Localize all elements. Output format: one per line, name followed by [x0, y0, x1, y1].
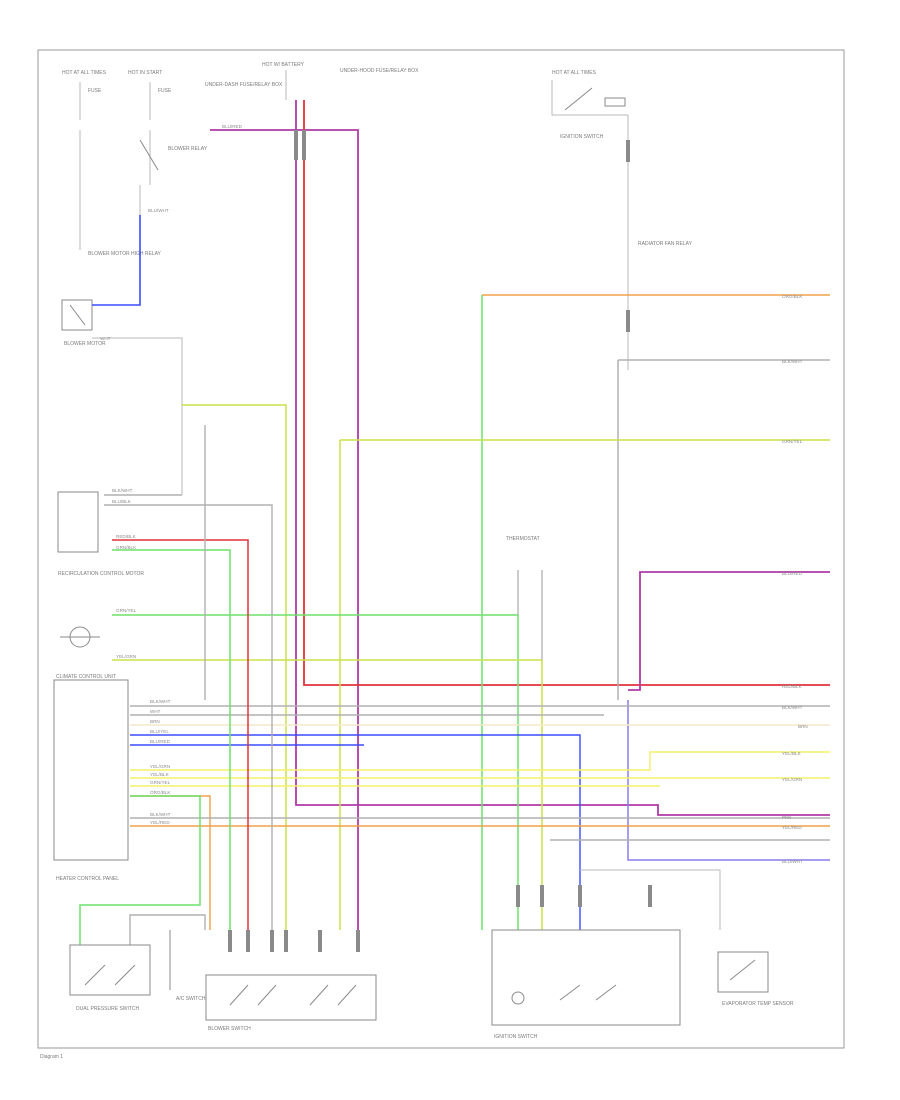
wire-red-long: [303, 100, 830, 686]
fuse-mid-label: FUSE: [158, 88, 172, 94]
wire-green-a: [112, 614, 519, 930]
blower-motor-label: BLOWER MOTOR: [64, 341, 106, 347]
yel-grn-wire-label: YEL/GRN: [116, 654, 136, 659]
ignition-switch: IGNITION SWITCH: [491, 929, 681, 1040]
svg-text:WHT: WHT: [150, 709, 161, 714]
wire-lilac-right: [627, 700, 830, 861]
svg-text:YEL/BLK: YEL/BLK: [150, 772, 170, 777]
evap-temp-box: EVAPORATOR TEMP SENSOR: [580, 869, 794, 1007]
blower-motor: BLOWER MOTOR WHT: [61, 299, 183, 495]
svg-text:BLK/WHT: BLK/WHT: [150, 812, 171, 817]
connector-pins: [228, 130, 652, 952]
recirc-motor-label: RECIRCULATION CONTROL MOTOR: [58, 571, 144, 577]
blower-switch: BLOWER SWITCH A/C SWITCH: [169, 930, 377, 1032]
svg-text:BLU/RED: BLU/RED: [782, 571, 803, 576]
blu-blk-wire-label: BLU/BLK: [112, 499, 132, 504]
svg-text:BRN: BRN: [798, 724, 808, 729]
thermostat-label: THERMOSTAT: [506, 536, 540, 542]
dual-pressure-switch-label: DUAL PRESSURE SWITCH: [76, 1006, 140, 1012]
wire-green-switch: [112, 549, 231, 930]
hot-at-all-times-left-label: HOT AT ALL TIMES: [62, 70, 107, 76]
svg-text:GRN/YEL: GRN/YEL: [782, 439, 803, 444]
grn-blk-wire-label: GRN/BLK: [116, 545, 137, 550]
svg-text:BLK/WHT: BLK/WHT: [782, 705, 803, 710]
ignition-switch-label-top: IGNITION SWITCH: [560, 134, 604, 140]
recirc-control-motor: BLK/WHT BLU/BLK RECIRCULATION CONTROL MO…: [57, 488, 144, 577]
blu-wht-wire-label-1: BLU/WHT: [148, 208, 169, 213]
climate-control-label: CLIMATE CONTROL UNIT: [56, 674, 116, 680]
svg-text:YEL/GRN: YEL/GRN: [782, 777, 802, 782]
footer-label: Diagram 1: [40, 1054, 63, 1060]
svg-text:PNK: PNK: [782, 815, 792, 820]
climate-control-unit: CLIMATE CONTROL UNIT BLK/WHT WHT BRN BLU…: [53, 674, 171, 882]
svg-text:YEL/GRN: YEL/GRN: [150, 764, 170, 769]
wire-gray-switch2: [104, 504, 273, 930]
svg-text:BRN: BRN: [150, 719, 160, 724]
fuse-section-left: HOT AT ALL TIMES HOT IN START FUSE FUSE …: [62, 70, 283, 257]
wire-yellowgreen-405: [182, 404, 287, 930]
ignition-switch-label: IGNITION SWITCH: [494, 1034, 538, 1040]
hot-in-start-label: HOT IN START: [128, 70, 162, 76]
fuse-left-label: FUSE: [88, 88, 102, 94]
fuse-section-right: HOT AT ALL TIMES IGNITION SWITCH RADIATO…: [551, 70, 693, 370]
control-unit-bus: [130, 705, 830, 930]
evap-temp-sensor: GRN/YEL YEL/GRN: [60, 608, 137, 659]
svg-text:YEL/BLK: YEL/BLK: [782, 751, 802, 756]
blower-relay-label: BLOWER RELAY: [168, 146, 208, 152]
right-wire-labels: ORG/BLK BLK/WHT GRN/YEL BLU/RED RED/BLK …: [782, 294, 808, 864]
wire-yellowgreen-b: [112, 659, 543, 930]
relay-coil-label: BLOWER MOTOR HIGH RELAY: [88, 251, 162, 257]
wire-green-dual: [79, 795, 201, 945]
fuse-section-center: HOT W/ BATTERY UNDER-HOOD FUSE/RELAY BOX…: [222, 62, 419, 129]
diagram-frame: [37, 49, 845, 1049]
underhood-fuse-label: UNDER-HOOD FUSE/RELAY BOX: [340, 68, 419, 74]
svg-text:BLU/RED: BLU/RED: [150, 739, 171, 744]
wire-magenta-right: [628, 571, 830, 691]
wire-magenta-long: [295, 100, 830, 816]
svg-text:ORG/BLK: ORG/BLK: [782, 294, 803, 299]
wire-blue-relay: [92, 215, 141, 306]
svg-text:YEL/RED: YEL/RED: [782, 825, 802, 830]
svg-text:BLK/WHT: BLK/WHT: [150, 699, 171, 704]
svg-text:YEL/RED: YEL/RED: [150, 820, 170, 825]
svg-text:ORG/BLK: ORG/BLK: [150, 790, 171, 795]
blu-red-wire-label-top: BLU/RED: [222, 124, 243, 129]
wire-red-switch: [112, 539, 249, 930]
underdash-fuse-label: UNDER-DASH FUSE/RELAY BOX: [205, 82, 283, 88]
svg-text:BLU/YEL: BLU/YEL: [150, 729, 169, 734]
evap-temp-label: EVAPORATOR TEMP SENSOR: [722, 1001, 794, 1007]
radiator-fan-relay-label: RADIATOR FAN RELAY: [638, 241, 693, 247]
svg-text:BLU/WHT: BLU/WHT: [782, 859, 803, 864]
red-blk-wire-label: RED/BLK: [116, 534, 137, 539]
heater-control-panel-label: HEATER CONTROL PANEL: [56, 876, 119, 882]
svg-text:RED/BLK: RED/BLK: [782, 684, 803, 689]
hot-w-battery-label: HOT W/ BATTERY: [262, 62, 305, 68]
hot-at-all-times-right-label: HOT AT ALL TIMES: [552, 70, 597, 76]
grn-yel-wire-label: GRN/YEL: [116, 608, 137, 613]
blk-wht-wire-label: BLK/WHT: [112, 488, 133, 493]
wire-gray-dual: [129, 914, 206, 945]
dual-pressure-switch: DUAL PRESSURE SWITCH: [69, 944, 151, 1012]
wire-magenta-main: [210, 129, 359, 930]
ac-switch-label: A/C SWITCH: [176, 996, 206, 1002]
blower-switch-label: BLOWER SWITCH: [208, 1026, 251, 1032]
svg-text:BLK/WHT: BLK/WHT: [782, 359, 803, 364]
svg-text:GRN/YEL: GRN/YEL: [150, 780, 171, 785]
